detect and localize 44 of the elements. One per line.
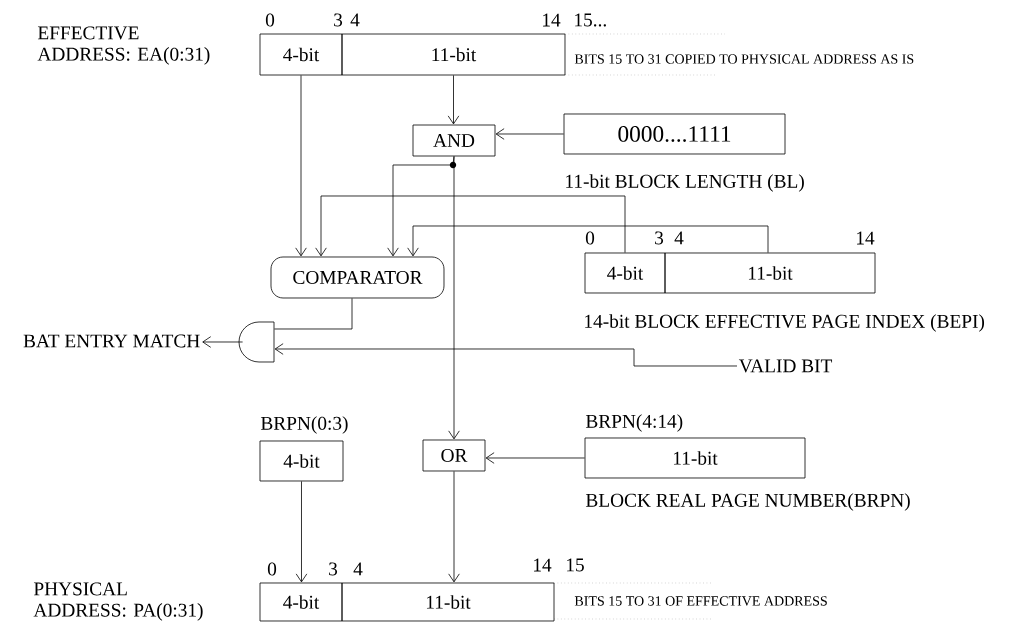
- bit-field-box: 11-bit: [341, 582, 555, 622]
- arrow: [274, 343, 738, 367]
- arrow: [447, 75, 460, 125]
- caption-text: BLOCK REAL PAGE NUMBER(BRPN): [585, 493, 910, 511]
- input-label: VALID BIT: [738, 359, 833, 373]
- arrow: [202, 336, 243, 348]
- bit-field-box: 4-bit: [259, 33, 343, 76]
- arrow: [448, 156, 460, 440]
- register-label: EFFECTIVE ADDRESS: EA(0:31): [37, 26, 210, 65]
- arrow: [295, 75, 307, 257]
- bit-field-box: 11-bit: [341, 33, 566, 76]
- bit-number: 4: [350, 13, 360, 27]
- bit-field-box: 11-bit: [664, 252, 876, 294]
- note-text: BITS 15 TO 31 OF EFFECTIVE ADDRESS: [574, 596, 827, 606]
- bit-number: 15: [567, 558, 584, 572]
- mask-box: 0000....1111: [563, 113, 786, 155]
- arrow: [407, 225, 769, 257]
- bit-number: 3: [655, 231, 664, 245]
- output-label: BAT ENTRY MATCH: [23, 334, 200, 348]
- bit-number: 3: [329, 562, 338, 576]
- arrow: [495, 128, 564, 140]
- and-gate: [238, 321, 275, 363]
- caption-text: 11-bit BLOCK LENGTH (BL): [566, 174, 804, 192]
- bit-number: 0: [585, 231, 595, 245]
- bit-number: 4: [674, 231, 684, 245]
- bit-field-box: 11-bit: [584, 437, 806, 479]
- comparator-box: COMPARATOR: [270, 256, 445, 299]
- arrow: [448, 471, 460, 583]
- register-label: 14-bit BLOCK EFFECTIVE PAGE INDEX (BEPI): [585, 314, 985, 332]
- bit-field-box: 4-bit: [259, 582, 343, 622]
- caption-text: BRPN(4:14): [585, 414, 683, 432]
- arrow: [295, 481, 308, 583]
- register-label: PHYSICAL ADDRESS: PA(0:31): [33, 582, 203, 621]
- connector-line: [274, 298, 353, 330]
- arrow: [315, 195, 626, 257]
- and-box: AND: [412, 124, 496, 157]
- arrow: [485, 452, 585, 464]
- bit-number: 3: [334, 13, 343, 27]
- bit-field-box: 4-bit: [259, 440, 344, 482]
- bit-number: 15...: [575, 13, 606, 27]
- or-box: OR: [422, 439, 486, 472]
- bit-number: 4: [353, 562, 363, 576]
- caption-text: BRPN(0:3): [260, 416, 348, 434]
- bit-field-box: 4-bit: [584, 252, 666, 294]
